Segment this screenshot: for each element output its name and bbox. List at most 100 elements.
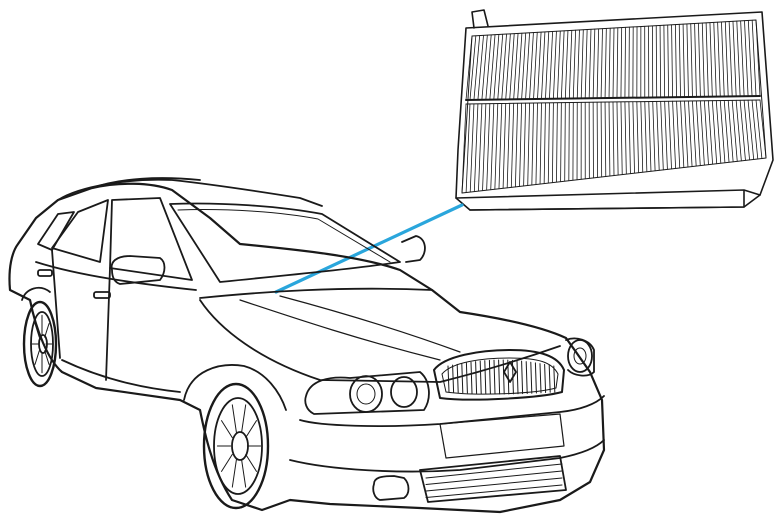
filter-pleat-lower (735, 99, 742, 162)
wheel-spoke (221, 420, 233, 439)
grille-bar (465, 362, 468, 394)
filter-pleat-upper (671, 24, 673, 98)
roof-rear-edge (91, 177, 201, 189)
filter-pleat-lower (473, 103, 479, 192)
filter-pleat-upper (564, 30, 569, 100)
grille-bar (488, 359, 491, 395)
filter-pleat-upper (568, 29, 573, 99)
front-wheel-spokes (216, 404, 262, 488)
filter-pleat-lower (684, 100, 689, 168)
filter-pleat-lower (506, 103, 511, 189)
filter-pleat-lower (498, 103, 503, 190)
grille-bar (534, 362, 537, 394)
grille-bar (493, 359, 496, 395)
filter-pleat-lower (624, 101, 627, 175)
filter-pleat-lower (759, 99, 767, 159)
intake-slat (425, 470, 563, 485)
filter-pleat-lower (680, 100, 685, 168)
filter-pleat-lower (703, 100, 709, 166)
filter-pleat-upper (678, 23, 681, 98)
filter-pleat-lower (747, 99, 755, 160)
filter-pleat-upper (747, 20, 753, 97)
filter-pleat-upper (556, 30, 561, 100)
grille-bar (475, 361, 478, 394)
sedan (8, 177, 606, 514)
filter-pleat-upper (701, 22, 705, 98)
filter-pleat-lower (751, 99, 759, 160)
filter-pleat-lower (616, 101, 619, 176)
filter-pleat-lower (696, 100, 701, 166)
wheel-spoke (34, 323, 40, 338)
hood-front-edge (199, 299, 561, 383)
filter-pleat-upper (497, 33, 504, 100)
filter-pleat-upper (596, 28, 600, 99)
right-mirror (401, 235, 426, 263)
filter-pleat-upper (580, 29, 584, 99)
filter-pleat-upper (485, 34, 492, 101)
filter-pleat-lower (465, 103, 471, 193)
grille-bar (544, 363, 547, 394)
door-line-front (105, 267, 111, 381)
filter-pleat-upper (576, 29, 580, 99)
grille-bar (452, 364, 455, 393)
filter-pleat-upper (694, 23, 697, 98)
filter-pleat-lower (556, 102, 558, 183)
filter-pleat-upper (501, 33, 507, 100)
callout-line (274, 203, 464, 294)
filter-pleat-upper (541, 31, 546, 100)
grille (433, 349, 565, 401)
filter-pleat-upper (600, 28, 603, 99)
filter-pleat-lower (640, 101, 644, 173)
filter-pleat-upper (698, 22, 701, 98)
grille-bar (553, 365, 556, 393)
grille-bar (521, 360, 524, 395)
left-headlights (304, 371, 430, 415)
filter-pleat-lower (644, 101, 648, 173)
filter-pleat-lower (612, 101, 615, 176)
front-bumper (299, 395, 605, 427)
filter-pleat-upper (529, 32, 534, 100)
filter-pleat-lower (719, 100, 726, 164)
filter-pleat-lower (688, 100, 693, 167)
filter-pleat-upper (469, 35, 477, 101)
filter-pleat-lower (469, 103, 475, 193)
intake-slat (425, 477, 563, 492)
grille-bar (502, 359, 505, 395)
wheel-spoke (241, 459, 247, 488)
filter-pleat-upper (525, 32, 530, 100)
grille-bar (447, 365, 450, 393)
filter-pleat-upper (533, 31, 538, 100)
beltline (35, 261, 197, 291)
filter-pleat-lower (519, 102, 523, 187)
wheel-spoke (231, 404, 237, 433)
filter-pleat-lower (723, 100, 730, 163)
grille-bar (456, 363, 459, 394)
grille-bar (479, 360, 482, 395)
filter-pleat-lower (676, 100, 681, 169)
filter-pleat-upper (728, 21, 733, 97)
filter-pleat-lower (478, 103, 483, 192)
filter-pleat-lower (656, 101, 660, 171)
filter-pleat-upper (736, 20, 741, 97)
filter-pleat-lower (515, 102, 519, 188)
filter-pleat-lower (604, 101, 607, 177)
rocker-line (61, 359, 181, 393)
filter-pleat-lower (490, 103, 495, 191)
filter-pleat-lower (743, 99, 750, 161)
filter-pleat-upper (549, 31, 553, 100)
filter-pleat-lower (539, 102, 542, 185)
wheel-spoke (231, 459, 237, 488)
filter-pleat-lower (560, 102, 562, 183)
filter-pleat-upper (755, 19, 761, 97)
filter-pleat-lower (620, 101, 623, 175)
rear-wheel-spokes (31, 314, 53, 374)
filter-pleat-upper (724, 21, 729, 97)
filter-pleat-upper (675, 24, 677, 98)
rear-fender-arch (21, 286, 51, 301)
filter-pleat-upper (612, 27, 615, 99)
filter-pleat-upper (481, 34, 488, 101)
filter-pleat-lower (739, 99, 746, 161)
wheel-spoke (44, 323, 50, 338)
filter-pleat-upper (493, 34, 500, 101)
